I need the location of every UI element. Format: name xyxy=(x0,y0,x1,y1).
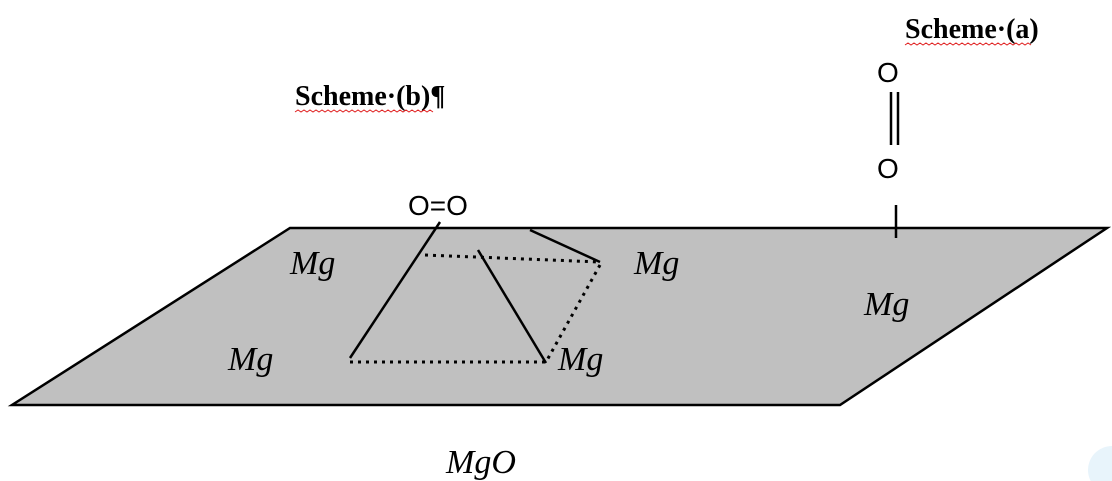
scheme-a-bottom-oxygen: O xyxy=(877,153,899,184)
scheme-a-mg-label: Mg xyxy=(863,286,909,323)
watermark-circle xyxy=(1088,446,1112,481)
scheme-b-mg-top-left: Mg xyxy=(289,245,335,282)
scheme-b-oxygen-molecule: O=O xyxy=(408,190,468,221)
mgo-surface-slab xyxy=(7,226,1112,407)
scheme-b-spellcheck-underline xyxy=(294,109,434,113)
scheme-a-top-oxygen: O xyxy=(877,57,899,88)
scheme-b-bond-top-left-to-bottom-right xyxy=(476,249,548,364)
scheme-b-title: Scheme·(b)¶ xyxy=(295,81,445,112)
scheme-b-bond-right xyxy=(529,228,601,264)
scheme-b-mg-top-right: Mg xyxy=(633,245,679,282)
scheme-b-lattice-top xyxy=(424,253,601,264)
scheme-b-mg-bottom-left: Mg xyxy=(227,341,273,378)
scheme-a-group: Scheme·(a) O O Mg xyxy=(863,14,1039,323)
scheme-a-spellcheck-underline xyxy=(904,42,1032,46)
scheme-b-mg-bottom-right: Mg xyxy=(557,341,603,378)
scheme-b-lattice-right xyxy=(544,264,602,363)
scheme-b-group: Scheme·(b)¶ O=O Mg Mg Mg Mg xyxy=(227,81,679,378)
mgo-surface-label: MgO xyxy=(445,444,516,481)
scheme-b-bond-left xyxy=(348,221,442,359)
scheme-a-title: Scheme·(a) xyxy=(905,14,1039,45)
